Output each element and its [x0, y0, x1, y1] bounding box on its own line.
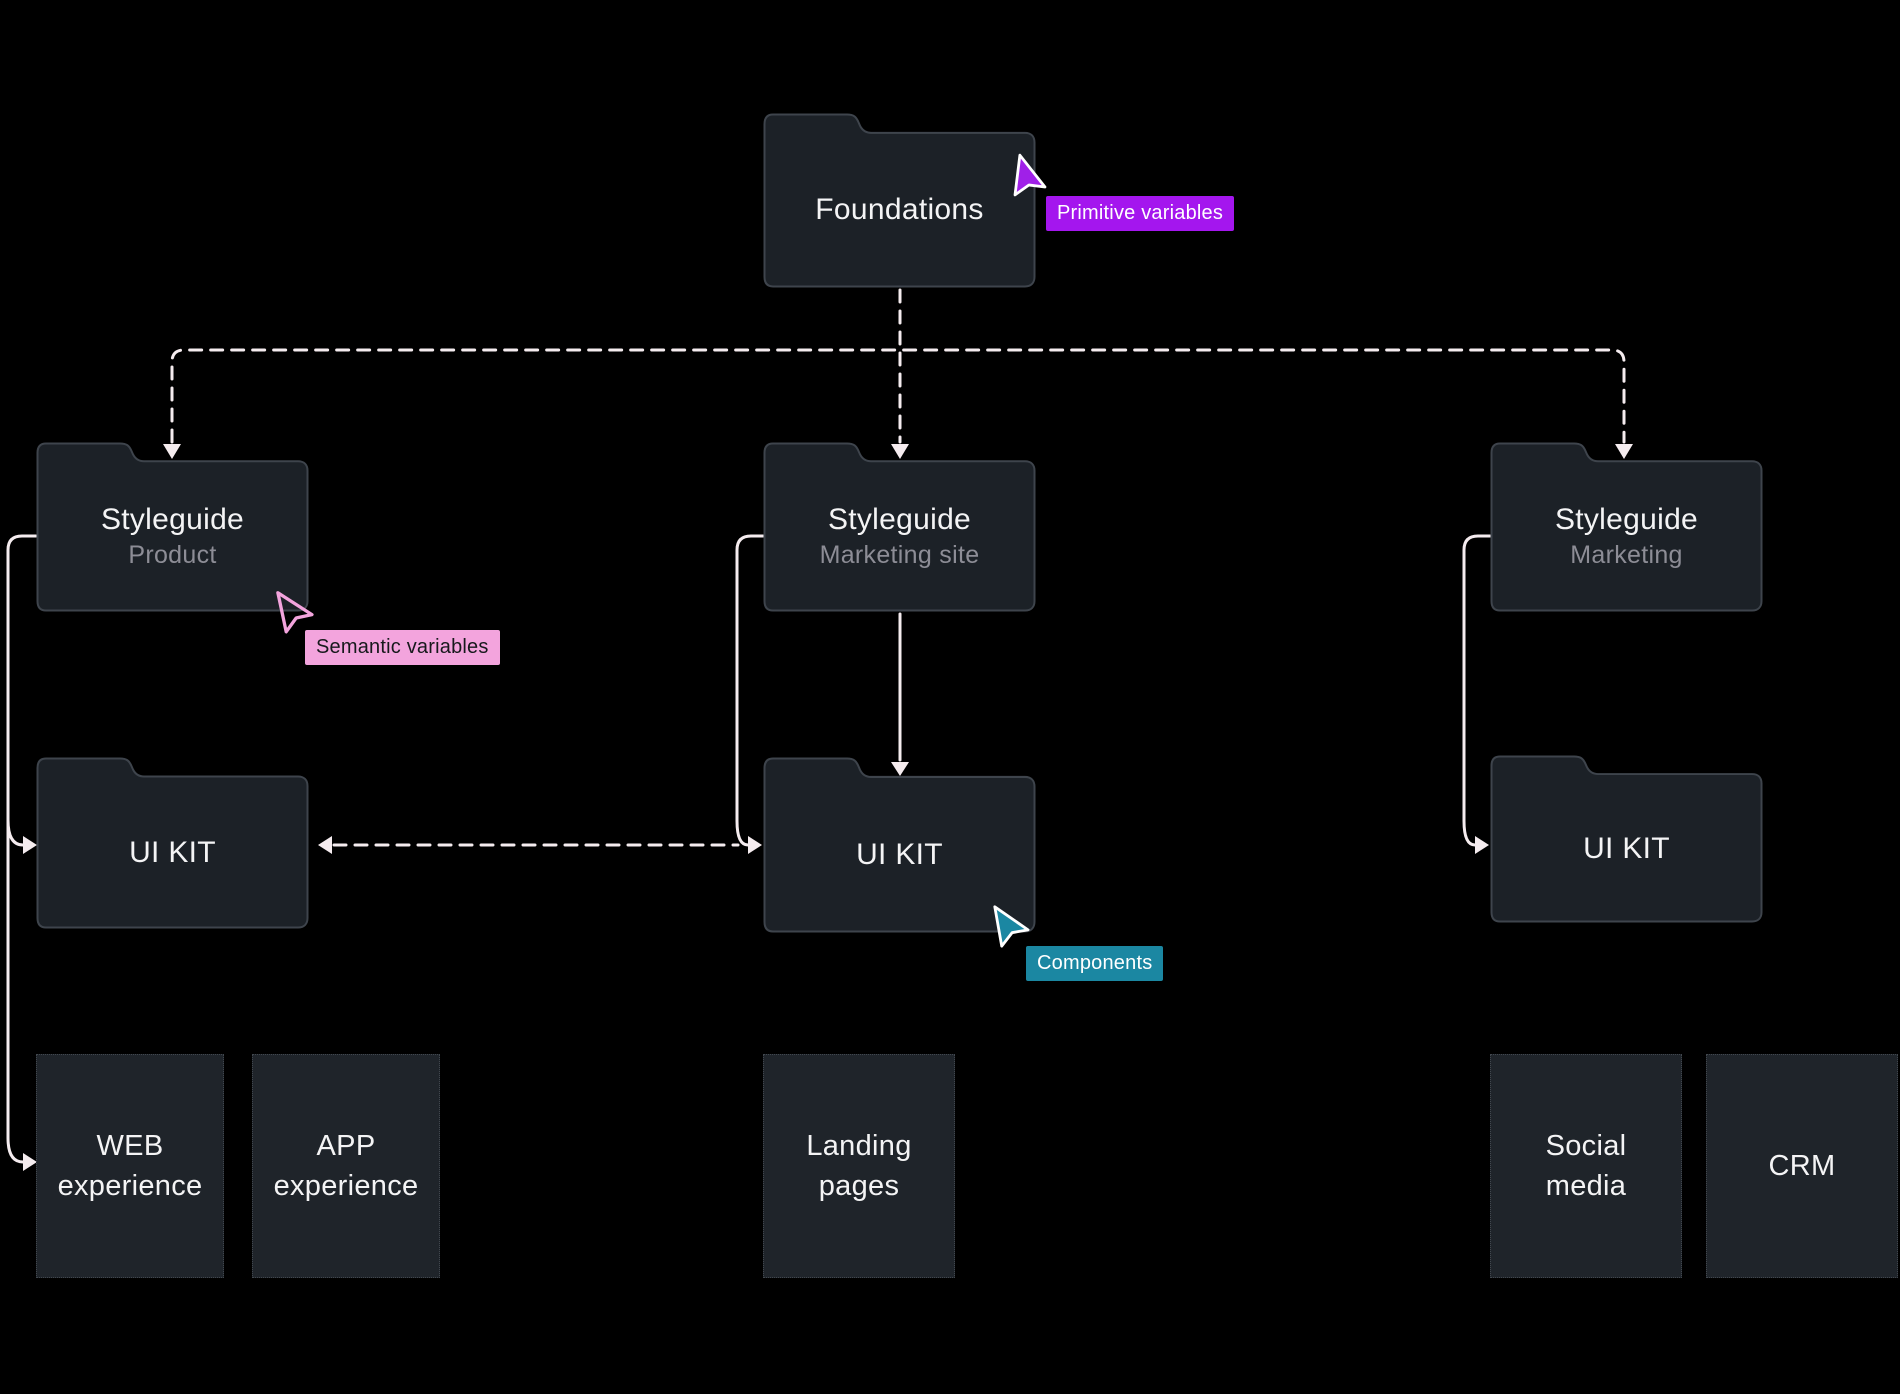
folder-styleguide-product[interactable]: Styleguide Product	[36, 442, 309, 612]
arrowhead-left-uikit-left	[318, 836, 332, 854]
arrowhead-right-uikit-right	[1475, 836, 1489, 854]
box-app-experience[interactable]: APP experience	[252, 1054, 440, 1278]
folder-subtitle: Product	[128, 541, 217, 569]
folder-icon	[1490, 442, 1763, 612]
folder-subtitle: Marketing	[1570, 541, 1683, 569]
folder-title: Foundations	[815, 193, 984, 226]
arrowhead-right-web-experience	[23, 1153, 37, 1171]
folder-title: UI KIT	[129, 835, 216, 869]
folder-styleguide-marketing[interactable]: Styleguide Marketing	[1490, 442, 1763, 612]
folder-title: Styleguide	[100, 503, 245, 536]
connector-left-rail-uikit-branch	[6, 818, 25, 847]
folder-icon	[1490, 755, 1763, 923]
connector-foundations-branches	[170, 348, 1626, 444]
box-web-experience[interactable]: WEB experience	[36, 1054, 224, 1278]
arrowhead-right-uikit-middle	[748, 836, 762, 854]
connector-middle-elbow	[735, 534, 765, 847]
folder-uikit-marketing-site[interactable]: UI KIT	[763, 757, 1036, 933]
folder-icon	[36, 757, 309, 929]
connector-right-elbow	[1462, 534, 1492, 847]
annotation-components[interactable]: Components	[1026, 946, 1164, 981]
annotation-primitive-variables[interactable]: Primitive variables	[1046, 196, 1235, 231]
folder-uikit-marketing[interactable]: UI KIT	[1490, 755, 1763, 923]
folder-title: UI KIT	[1583, 831, 1670, 865]
folder-icon	[763, 113, 1036, 288]
folder-icon	[763, 442, 1036, 612]
folder-foundations[interactable]: Foundations	[763, 113, 1036, 288]
folder-styleguide-marketing-site[interactable]: Styleguide Marketing site	[763, 442, 1036, 612]
box-crm[interactable]: CRM	[1706, 1054, 1898, 1278]
folder-uikit-product[interactable]: UI KIT	[36, 757, 309, 929]
folder-title: UI KIT	[856, 837, 943, 871]
folder-icon	[763, 757, 1036, 933]
folder-title: Styleguide	[827, 503, 972, 536]
box-landing-pages[interactable]: Landing pages	[763, 1054, 955, 1278]
folder-subtitle: Marketing site	[819, 541, 980, 569]
box-social-media[interactable]: Social media	[1490, 1054, 1682, 1278]
folder-icon	[36, 442, 309, 612]
annotation-semantic-variables[interactable]: Semantic variables	[305, 630, 500, 665]
arrowhead-right-uikit-left	[23, 836, 37, 854]
folder-title: Styleguide	[1554, 503, 1699, 536]
connector-left-rail	[6, 534, 38, 1164]
